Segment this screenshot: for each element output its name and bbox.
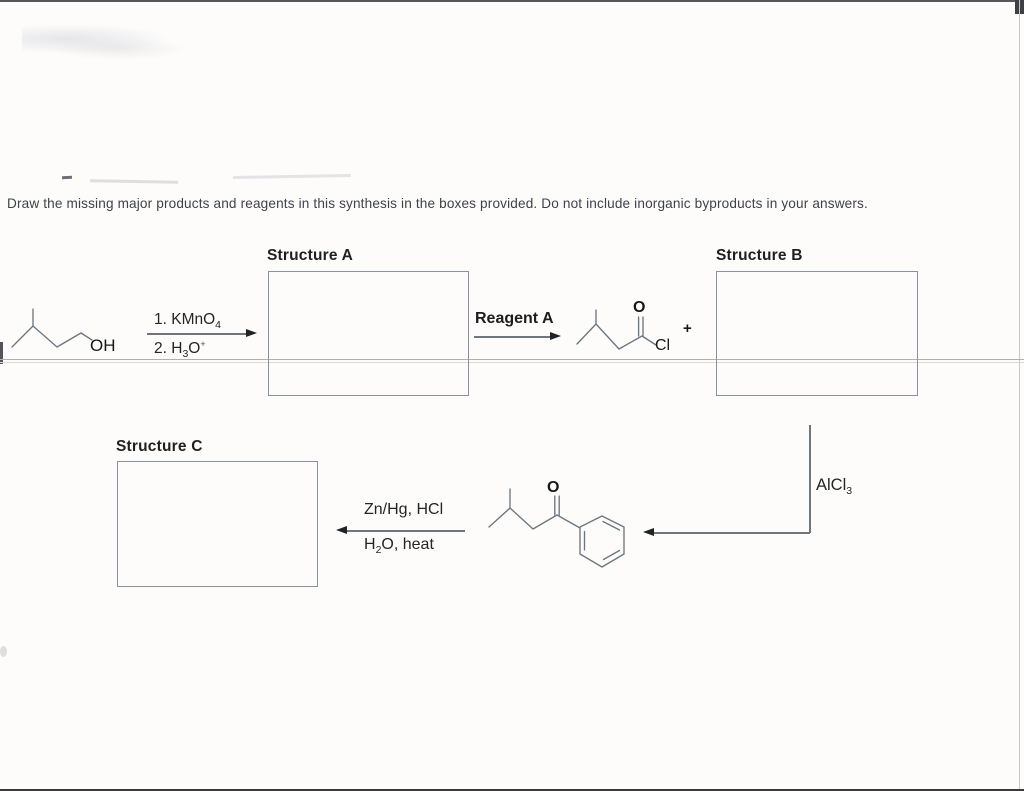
h3o-text: 2. H (154, 340, 183, 357)
structure-c-answer-box[interactable] (117, 461, 318, 587)
scan-smudge (61, 175, 73, 180)
structure-a-answer-box[interactable] (268, 271, 469, 396)
reagent-a-label: Reagent A (475, 310, 554, 327)
alcl3-text: AlCl3 (816, 476, 852, 497)
alcl3-base-text: AlCl (816, 476, 847, 494)
molecule-aryl-ketone (488, 488, 625, 568)
scan-smudge (0, 646, 7, 657)
alcl3-subscript: 3 (846, 485, 853, 497)
clemmensen-line2: H2O, heat (364, 536, 434, 556)
alcl3-arrow-vertical (809, 425, 811, 533)
scan-edge-top (0, 0, 1024, 2)
acyl-chlorine-label: Cl (655, 337, 671, 354)
oxidation-arrow-shaft (147, 333, 248, 335)
reagent-a-arrowhead (550, 332, 561, 340)
h2o-subscript: 2 (375, 544, 382, 556)
structure-b-label: Structure B (716, 247, 803, 264)
structure-b-answer-box[interactable] (716, 271, 918, 396)
scan-edge-right (1018, 0, 1020, 791)
h3o-superscript-plus: + (200, 339, 206, 349)
alcl3-arrow-horizontal (652, 532, 810, 534)
scan-smudge (22, 24, 172, 54)
ketone-carbonyl-oxygen-label: O (547, 479, 560, 496)
clemmensen-arrow-shaft (347, 530, 465, 532)
clemmensen-line1: Zn/Hg, HCl (364, 501, 444, 518)
alcl3-arrowhead (643, 528, 654, 536)
oxidation-step1-text: 1. KMnO4 (154, 311, 221, 331)
structure-c-label: Structure C (116, 438, 203, 455)
scan-smudge (89, 179, 179, 184)
reagent-a-arrow-shaft (474, 336, 551, 338)
h3o-oxygen-text: O (188, 340, 201, 357)
acyl-carbonyl-oxygen-label: O (633, 299, 646, 316)
oxidation-arrowhead (246, 329, 257, 337)
h3o-subscript: 3 (182, 348, 189, 360)
kmno4-text: 1. KMnO (154, 311, 216, 328)
plus-sign: + (683, 320, 692, 337)
h2o-heat-text: O, heat (381, 536, 434, 553)
h2o-text: H (364, 536, 376, 553)
oxidation-step2-text: 2. H3O+ (154, 339, 206, 360)
scan-edge-left-mark (0, 342, 3, 364)
instruction-text: Draw the missing major products and reag… (7, 196, 868, 211)
molecule-acyl-chloride (576, 309, 657, 350)
scan-smudge (55, 38, 185, 60)
scan-smudge (232, 173, 352, 179)
molecule-3-methyl-1-butanol (11, 308, 93, 348)
hydroxyl-label: OH (90, 336, 116, 355)
clemmensen-arrowhead (336, 526, 347, 534)
structure-a-label: Structure A (267, 247, 354, 264)
kmno4-subscript: 4 (215, 319, 222, 331)
scan-corner-mark (1015, 0, 1024, 14)
